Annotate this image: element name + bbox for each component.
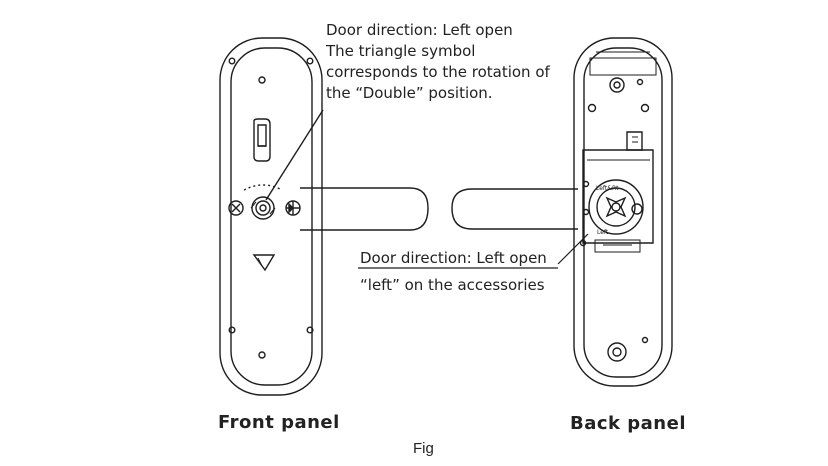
screw-icon	[587, 103, 597, 113]
small-hole-icon	[258, 76, 266, 84]
small-hole-icon	[636, 78, 644, 86]
callout-top-line4: the “Double” position.	[326, 84, 493, 102]
small-hole-icon	[258, 351, 266, 359]
back-panel-title: Back panel	[570, 413, 686, 434]
cam-label-top: Left&Rt	[596, 185, 619, 192]
screw-icon	[579, 239, 587, 247]
double-position-icon	[285, 200, 301, 216]
cross-mark-icon	[228, 200, 244, 216]
screw-icon	[640, 103, 650, 113]
power-button-icon	[609, 77, 625, 93]
back-handle	[451, 188, 578, 230]
screw-icon	[306, 326, 314, 334]
rotation-knob-icon	[250, 196, 276, 220]
screw-icon	[228, 57, 236, 65]
callout-top-line2: The triangle symbol	[326, 42, 476, 60]
sensor-window-icon	[253, 118, 271, 162]
callout-top-line3: corresponds to the rotation of	[326, 63, 550, 81]
back-panel-drawing	[573, 37, 673, 387]
screw-icon	[228, 326, 236, 334]
figure-caption: Fig	[413, 440, 434, 457]
mechanism-housing	[582, 149, 654, 244]
back-panel-outer	[573, 37, 673, 387]
callout-top-line1: Door direction: Left open	[326, 21, 513, 39]
callout-right-line1: Door direction: Left open	[360, 249, 547, 267]
callout-leader-top	[265, 109, 324, 201]
front-panel-title: Front panel	[218, 412, 340, 433]
front-panel-inner	[230, 47, 313, 386]
indicator-icon	[607, 342, 627, 362]
small-hole-icon	[641, 336, 649, 344]
front-panel-drawing	[219, 37, 323, 396]
cam-label-bottom: Left	[597, 229, 609, 236]
front-panel-outer	[219, 37, 323, 396]
screw-icon	[582, 208, 590, 216]
screw-icon	[582, 180, 590, 188]
callout-leader-right	[557, 233, 589, 265]
rotating-cam-icon	[588, 179, 644, 235]
dotted-arc	[243, 184, 283, 191]
screw-icon	[306, 57, 314, 65]
callout-right-line2: “left” on the accessories	[360, 276, 545, 294]
front-handle	[300, 187, 429, 231]
triangle-mark-icon	[252, 254, 276, 272]
